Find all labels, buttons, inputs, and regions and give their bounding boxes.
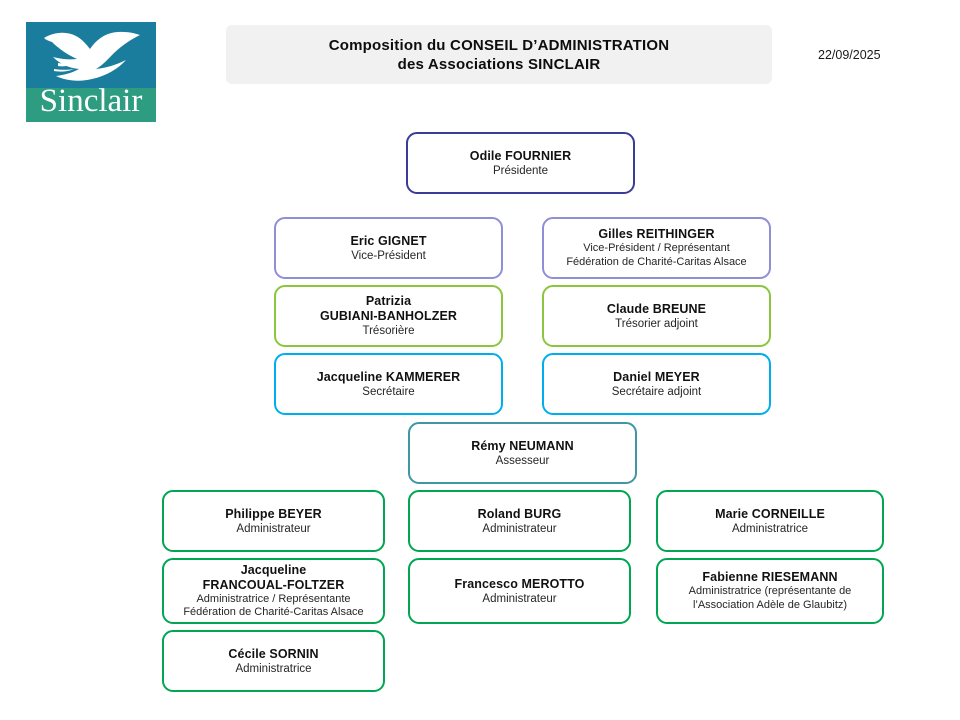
org-node-name: Francesco MEROTTO [454,576,585,591]
org-node-role: Vice-Président [351,249,426,262]
flying-bird-icon [44,31,140,81]
org-node-name: Odile FOURNIER [469,148,572,163]
org-node-name: Claude BREUNE [606,301,707,316]
org-node-role: Administrateur [482,592,557,605]
org-node-role: Administratrice / Représentante [196,592,351,605]
org-node-role: Fédération de Charité-Caritas Alsace [183,606,364,618]
org-node-name: Philippe BEYER [225,506,322,521]
org-node-role: Administrateur [236,522,311,535]
org-node-name: Jacqueline KAMMERER [316,369,461,384]
org-node-role: Administratrice [731,522,809,535]
page-title-line-1: Composition du CONSEIL D’ADMINISTRATION [328,36,670,54]
org-node-name: Marie CORNEILLE [715,506,825,521]
org-node-name: Daniel MEYER [613,369,700,384]
org-node-name: Fabienne RIESEMANN [702,570,838,584]
org-node-name: Gilles REITHINGER [598,227,715,241]
org-node-role: Fédération de Charité-Caritas Alsace [566,255,747,268]
org-node-name: Roland BURG [477,506,562,521]
org-node-role: l’Association Adèle de Glaubitz) [692,598,848,611]
org-node-role: Administratrice (représentante de [688,585,852,597]
org-node-name: Rémy NEUMANN [471,438,574,453]
sinclair-logo: Sinclair [26,22,156,122]
org-node-role: Secrétaire adjoint [611,385,702,398]
org-node-role: Vice-Président / Représentant [583,242,730,254]
page-title-line-2: des Associations SINCLAIR [397,55,601,73]
org-node-name: Patrizia [365,294,412,308]
org-node-role: Trésorier adjoint [615,317,698,330]
org-node-role: Trésorière [362,325,415,337]
org-node-name: Cécile SORNIN [228,646,319,661]
page-title-banner: Composition du CONSEIL D’ADMINISTRATION … [226,25,772,84]
org-node-role: Administrateur [482,522,557,535]
logo-bottom-band [26,88,156,122]
org-node-role: Assesseur [495,454,550,467]
org-node-name: FRANCOUAL-FOLTZER [202,577,345,592]
date-label: 22/09/2025 [818,48,881,62]
org-node-role: Secrétaire [362,385,415,398]
org-node-name: GUBIANI-BANHOLZER [319,309,458,323]
logo-wordmark: Sinclair [39,83,143,119]
org-node-name: Jacqueline [240,562,307,577]
org-node-name: Eric GIGNET [350,233,427,248]
org-node-role: Administratrice [235,662,312,675]
org-node-role: Présidente [493,164,548,177]
